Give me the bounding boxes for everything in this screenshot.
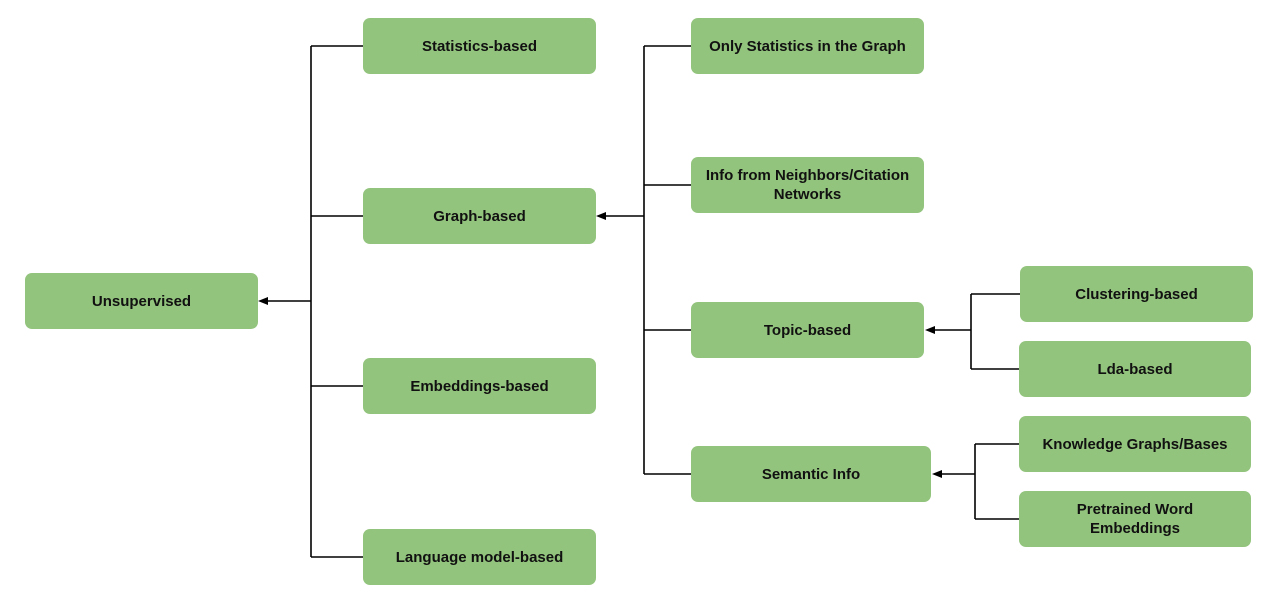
node-info-from-neighbors: Info from Neighbors/Citation Networks [691,157,924,213]
node-label-knowledge-graphs-bases: Knowledge Graphs/Bases [1042,435,1228,453]
node-lda-based: Lda-based [1019,341,1251,397]
node-unsupervised: Unsupervised [25,273,258,329]
node-label-statistics-based: Statistics-based [421,37,538,55]
node-pretrained-word-embeddings: Pretrained Word Embeddings [1019,491,1251,547]
node-label-clustering-based: Clustering-based [1075,285,1198,303]
node-label-semantic-info: Semantic Info [761,465,861,483]
node-only-statistics-in-graph: Only Statistics in the Graph [691,18,924,74]
arrowhead-semantic-info [932,470,942,478]
node-embeddings-based: Embeddings-based [363,358,596,414]
node-knowledge-graphs-bases: Knowledge Graphs/Bases [1019,416,1251,472]
node-label-graph-based: Graph-based [433,207,526,225]
node-label-info-from-neighbors: Info from Neighbors/Citation Networks [705,167,910,203]
node-language-model-based: Language model-based [363,529,596,585]
node-label-topic-based: Topic-based [763,321,852,339]
arrowhead-graph-based [596,212,606,220]
node-label-embeddings-based: Embeddings-based [410,377,549,395]
node-label-language-model-based: Language model-based [395,548,564,566]
node-label-unsupervised: Unsupervised [91,292,192,310]
node-semantic-info: Semantic Info [691,446,931,502]
node-statistics-based: Statistics-based [363,18,596,74]
arrowhead-topic-based [925,326,935,334]
node-label-pretrained-word-embeddings: Pretrained Word Embeddings [1076,501,1194,537]
node-label-only-statistics-in-graph: Only Statistics in the Graph [709,37,906,55]
arrowhead-unsupervised [258,297,268,305]
node-label-lda-based: Lda-based [1097,360,1173,378]
node-topic-based: Topic-based [691,302,924,358]
node-clustering-based: Clustering-based [1020,266,1253,322]
node-graph-based: Graph-based [363,188,596,244]
